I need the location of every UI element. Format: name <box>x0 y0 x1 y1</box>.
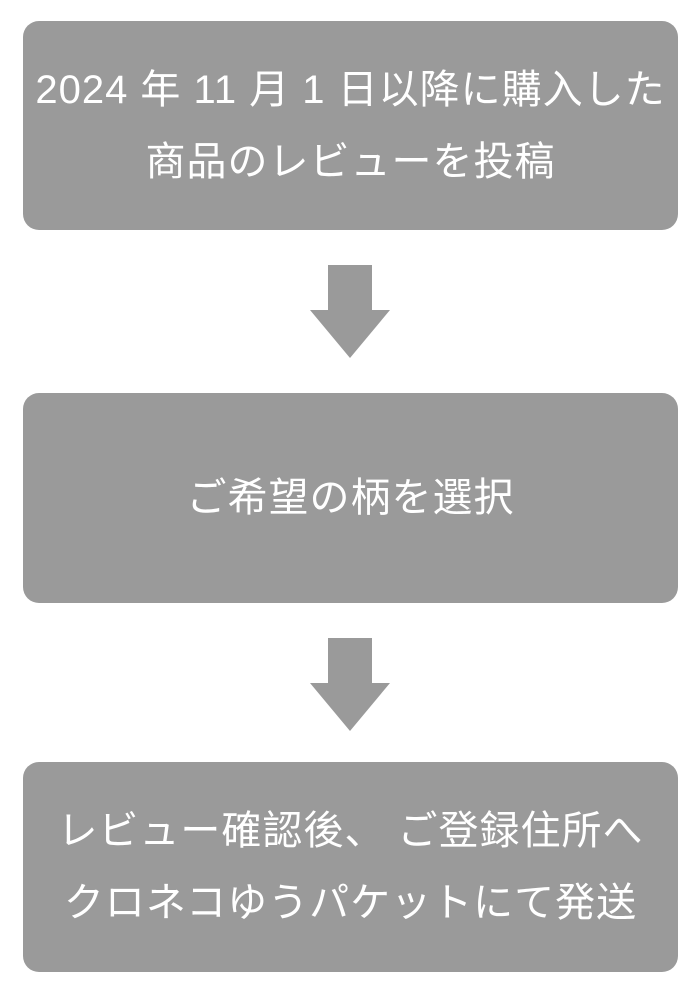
flow-step-select-pattern: ご希望の柄を選択 <box>23 393 678 603</box>
flow-step-text: 2024 年 11 月 1 日以降に購入した <box>35 67 666 112</box>
flow-step-shipping: レビュー確認後、 ご登録住所へ クロネコゆうパケットにて発送 <box>23 762 678 972</box>
down-arrow-shape <box>310 638 390 731</box>
down-arrow-icon <box>310 638 390 731</box>
flow-step-text: レビュー確認後、 ご登録住所へ <box>57 809 644 853</box>
flow-step-text: ご希望の柄を選択 <box>186 476 515 520</box>
flow-step-text: クロネコゆうパケットにて発送 <box>63 881 638 925</box>
down-arrow-icon <box>310 265 390 358</box>
flow-step-text: 商品のレビューを投稿 <box>145 139 556 184</box>
flow-step-post-review: 2024 年 11 月 1 日以降に購入した 商品のレビューを投稿 <box>23 21 678 230</box>
down-arrow-shape <box>310 265 390 358</box>
